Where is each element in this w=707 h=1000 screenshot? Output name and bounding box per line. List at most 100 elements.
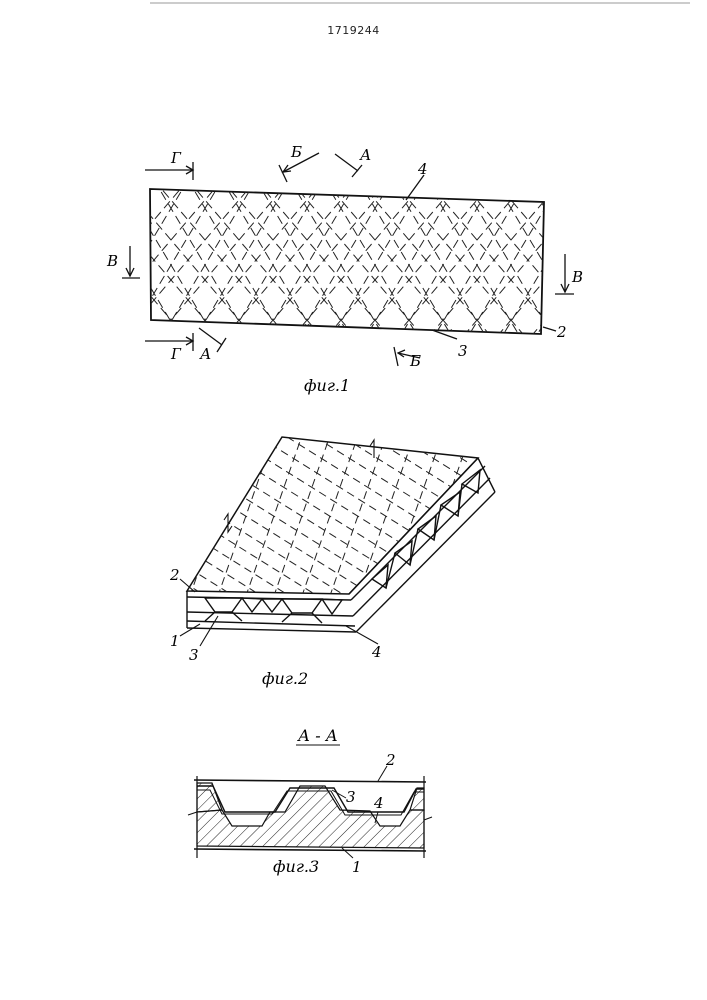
- lattice-line: [596, 180, 707, 340]
- lattice-line: [18, 180, 114, 340]
- fig3-label-3: 3: [346, 788, 356, 806]
- lattice-line: [0, 180, 18, 340]
- lattice-line: [0, 180, 120, 340]
- lattice-line: [525, 430, 585, 600]
- lattice-line: [273, 430, 333, 600]
- fig3-caption: фиг.3: [273, 857, 319, 876]
- lattice-line: [332, 430, 604, 600]
- lattice-line: [528, 180, 664, 340]
- lattice-line: [0, 430, 24, 600]
- lattice-line: [388, 430, 660, 600]
- lattice-line: [528, 180, 664, 340]
- lattice-line: [0, 430, 44, 600]
- lattice-line: [630, 180, 707, 340]
- lattice-line: [469, 430, 529, 600]
- fig2-side-face: [349, 458, 495, 632]
- fig1-label-a-bottom: А: [199, 345, 211, 363]
- lattice-line: [108, 430, 380, 600]
- lattice-line: [693, 430, 707, 600]
- lattice-line: [0, 180, 46, 340]
- fig2-caption: фиг.2: [262, 669, 308, 688]
- fig1-label-b-top: Б: [290, 143, 302, 161]
- lattice-line: [472, 430, 707, 600]
- lattice-line: [0, 430, 16, 600]
- lattice-line: [0, 180, 120, 340]
- lattice-line: [698, 180, 707, 340]
- lattice-line: [568, 180, 664, 340]
- lattice-line: [668, 430, 707, 600]
- fig1-label-g-bottom: Г: [170, 345, 182, 363]
- lattice-line: [670, 180, 707, 340]
- lattice-line: [637, 430, 697, 600]
- lattice-line: [0, 430, 156, 600]
- fig3-hatched-right-rib: [410, 788, 424, 810]
- lattice-line: [21, 430, 81, 600]
- lattice-line: [24, 180, 120, 340]
- lattice-line: [164, 430, 436, 600]
- fig1-caption: фиг.1: [304, 376, 350, 395]
- lattice-line: [0, 180, 86, 340]
- fig3-label-4: 4: [373, 794, 384, 812]
- fig1-label-3: 3: [458, 342, 468, 360]
- lattice-line: [0, 180, 80, 340]
- fig1-label-v-right: В: [571, 268, 583, 286]
- lattice-line: [0, 430, 72, 600]
- lattice-line: [105, 430, 165, 600]
- fig1-label-2: 2: [556, 323, 567, 341]
- lattice-line: [0, 180, 52, 340]
- lattice-line: [52, 180, 148, 340]
- lattice-line: [602, 180, 698, 340]
- lattice-line: [596, 180, 707, 340]
- lattice-line: [528, 430, 707, 600]
- lattice-line: [329, 430, 389, 600]
- figure-1: Г Б А 4 В В 2 Г А 3 Б фиг.1: [0, 143, 707, 395]
- lattice-line: [698, 180, 707, 340]
- lattice-line: [24, 430, 296, 600]
- fig3-hatched-body: [197, 786, 424, 848]
- lattice-line: [556, 430, 707, 600]
- lattice-line: [276, 430, 548, 600]
- lattice-line: [562, 180, 658, 340]
- fig2-label-3: 3: [189, 646, 199, 664]
- lattice-line: [0, 430, 184, 600]
- lattice-line: [360, 430, 632, 600]
- lattice-line: [80, 430, 352, 600]
- lattice-line: [49, 430, 109, 600]
- fig3-label-2: 2: [385, 751, 396, 769]
- figure-2: 2 1 3 4 фиг.2: [0, 430, 707, 688]
- lattice-line: [584, 430, 707, 600]
- lattice-line: [562, 180, 698, 340]
- lattice-line: [0, 430, 240, 600]
- lattice-line: [696, 430, 707, 600]
- lattice-line: [248, 430, 520, 600]
- fig2-label-2: 2: [169, 566, 180, 584]
- lattice-line: [0, 430, 100, 600]
- lattice-line: [357, 430, 417, 600]
- lattice-line: [630, 180, 707, 340]
- lattice-line: [0, 430, 212, 600]
- lattice-line: [0, 430, 128, 600]
- lattice-line: [497, 430, 557, 600]
- lattice-line: [413, 430, 473, 600]
- lattice-line: [0, 430, 52, 600]
- fig1-label-b-bottom: Б: [409, 352, 421, 370]
- lattice-line: [612, 430, 707, 600]
- lattice-line: [444, 430, 707, 600]
- lattice-line: [630, 180, 707, 340]
- lattice-line: [77, 430, 137, 600]
- lattice-line: [0, 180, 86, 340]
- fig1-label-g-top: Г: [170, 149, 182, 167]
- lattice-line: [52, 430, 324, 600]
- lattice-line: [698, 180, 707, 340]
- fig3-label-1: 1: [352, 858, 362, 876]
- lattice-line: [0, 180, 52, 340]
- fig2-dashed-lattice: [0, 430, 707, 600]
- lattice-line: [0, 180, 52, 340]
- lattice-line: [500, 430, 707, 600]
- lattice-line: [609, 430, 669, 600]
- lattice-line: [0, 180, 12, 340]
- lattice-line: [217, 430, 277, 600]
- fig1-section-markers: [122, 153, 574, 366]
- lattice-line: [0, 180, 18, 340]
